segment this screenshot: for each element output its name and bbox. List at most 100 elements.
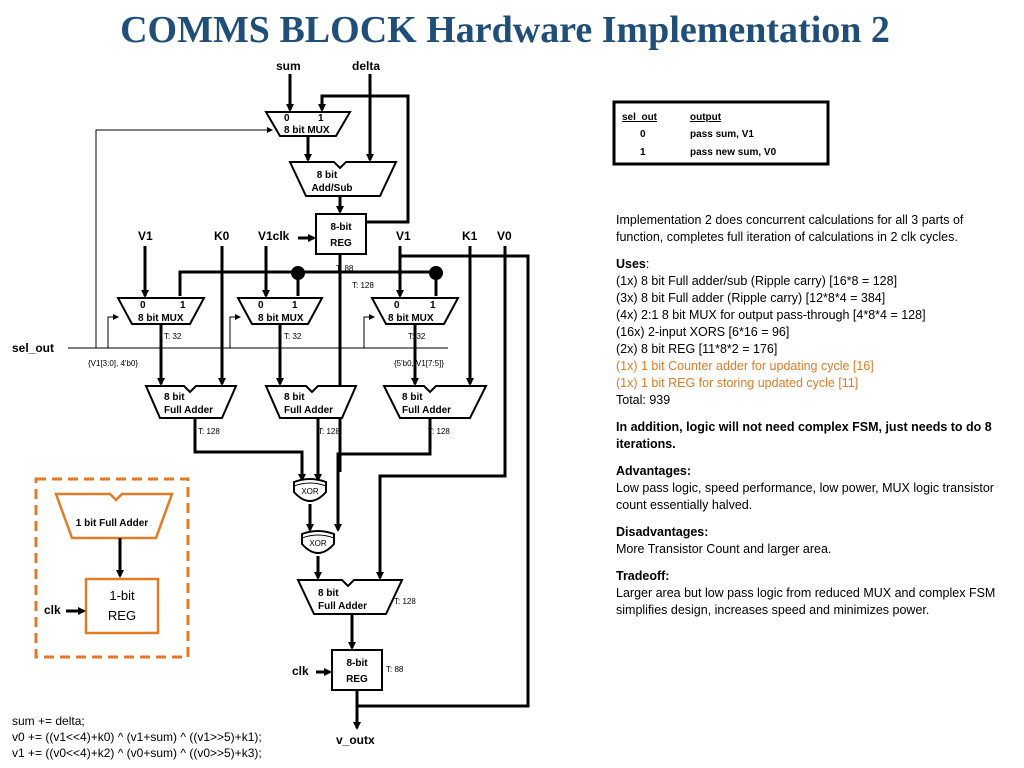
mux-top: 0 1 8 bit MUX (264, 111, 352, 137)
mux-right-timing: T: 32 (408, 332, 426, 341)
mux-top-in0: 0 (284, 113, 290, 124)
fa-mid-line2: Full Adder (284, 405, 333, 416)
full-adder-mid: 8 bit Full Adder (264, 385, 358, 419)
input-k1-label: K1 (462, 229, 478, 243)
fsm-note: In addition, logic will not need complex… (616, 420, 992, 451)
mux-mid-label: 8 bit MUX (258, 313, 304, 324)
uses-item-3: (16x) 2-input XORS [6*16 = 96] (616, 325, 790, 339)
wire-v0 (376, 246, 507, 580)
addsub-line1: 8 bit (317, 170, 338, 181)
mux-top-label: 8 bit MUX (284, 125, 330, 136)
wire-bus-left (178, 270, 340, 296)
full-adder-bottom: 8 bit Full Adder (296, 579, 404, 615)
sel-table-header-sel: sel_out (622, 112, 658, 123)
fa-mid-line1: 8 bit (284, 392, 305, 403)
uses-item-1: (3x) 8 bit Full adder (Ripple carry) [12… (616, 291, 886, 305)
uses-total: Total: 939 (616, 393, 671, 407)
sel-table-row0-sel: 0 (640, 129, 646, 140)
xor2-label: XOR (309, 539, 327, 548)
counter-reg-line1: 1-bit (109, 588, 135, 603)
wire-reg-feedback (318, 94, 410, 224)
mux-mid: 0 1 8 bit MUX (236, 297, 324, 325)
counter-reg-line2: REG (108, 608, 136, 623)
wire-fa-left-out (193, 418, 306, 482)
wire-output-feedback (357, 254, 530, 708)
sel-out-label: sel_out (12, 341, 54, 355)
input-v1b-label: V1 (396, 229, 411, 243)
junction-right (429, 266, 443, 280)
wire-sel-mid (229, 314, 241, 348)
reg-bottom-line1: 8-bit (346, 658, 368, 669)
fa-left-timing: T: 128 (198, 427, 220, 436)
fa-right-timing: T: 128 (428, 427, 450, 436)
code-line-1: v0 += ((v1<<4)+k0) ^ (v1+sum) ^ ((v1>>5)… (12, 730, 262, 744)
disadvantages-heading: Disadvantages: (616, 525, 709, 539)
fa-mid-timing: T: 128 (318, 427, 340, 436)
full-adder-right: 8 bit Full Adder (382, 385, 488, 419)
uses-added-1: (1x) 1 bit REG for storing updated cycle… (616, 376, 859, 390)
wire-sel-right (363, 314, 375, 348)
fa-right-line2: Full Adder (402, 405, 451, 416)
uses-item-2: (4x) 2:1 8 bit MUX for output pass-throu… (616, 308, 926, 322)
input-k0-label: K0 (214, 229, 230, 243)
reg-top-timing: T: 88 (336, 264, 354, 273)
uses-item-0: (1x) 8 bit Full adder/sub (Ripple carry)… (616, 274, 898, 288)
counter-box: 1 bit Full Adder 1-bit REG clk (34, 477, 190, 659)
tradeoff-heading: Tradeoff: (616, 569, 670, 583)
full-adder-left: 8 bit Full Adder (144, 385, 238, 419)
reg-bottom: 8-bit REG (331, 649, 383, 691)
fa-bottom-line2: Full Adder (318, 601, 367, 612)
sel-table-header-output: output (690, 112, 722, 123)
concat-right-label: {5'b0, V1[7:5]} (394, 359, 444, 368)
counter-adder-label: 1 bit Full Adder (76, 518, 149, 529)
uses-heading: Uses (616, 257, 646, 271)
reg-top: 8-bit REG (315, 213, 367, 255)
advantages-text: Low pass logic, speed performance, low p… (616, 481, 994, 512)
code-block: sum += delta; v0 += ((v1<<4)+k0) ^ (v1+s… (12, 713, 262, 761)
reg-bottom-timing: T: 88 (386, 665, 404, 674)
page-title: COMMS BLOCK Hardware Implementation 2 (120, 9, 890, 51)
wire-sel-top (95, 129, 268, 348)
tradeoff-text: Larger area but low pass logic from redu… (616, 586, 996, 617)
xor1-label: XOR (301, 487, 319, 496)
mux-mid-timing: T: 32 (284, 332, 302, 341)
wire-fa-right-out (334, 418, 432, 532)
input-v0-label: V0 (497, 229, 512, 243)
addsub-line2: Add/Sub (311, 183, 352, 194)
mux-right-label: 8 bit MUX (388, 313, 434, 324)
add-sub-block: 8 bit Add/Sub (288, 161, 398, 197)
mux-left-label: 8 bit MUX (138, 313, 184, 324)
mux-left-timing: T: 32 (164, 332, 182, 341)
output-label: v_outx (336, 733, 375, 747)
input-delta-label: delta (352, 59, 380, 73)
sel-table-row0-output: pass sum, V1 (690, 129, 754, 140)
uses-colon: : (645, 257, 650, 271)
description-panel: Implementation 2 does concurrent calcula… (616, 212, 996, 619)
mux-right-in1: 1 (430, 300, 436, 311)
counter-clk-label: clk (44, 603, 61, 617)
fa-left-line1: 8 bit (164, 392, 185, 403)
sel-table-row1-sel: 1 (640, 147, 646, 158)
code-line-0: sum += delta; (12, 714, 85, 728)
uses-item-4: (2x) 8 bit REG [11*8*2 = 176] (616, 342, 778, 356)
mux-top-in1: 1 (318, 113, 324, 124)
clk-bottom-label: clk (292, 664, 309, 678)
fa-left-line2: Full Adder (164, 405, 213, 416)
mux-left: 0 1 8 bit MUX (116, 297, 206, 325)
input-v1clk-label: V1clk (258, 229, 290, 243)
fa-right-line1: 8 bit (402, 392, 423, 403)
concat-left-label: {V1[3:0], 4'b0} (88, 359, 138, 368)
xor-gate-2: XOR (301, 530, 335, 554)
mux-left-in0: 0 (140, 300, 146, 311)
xor-gate-1: XOR (293, 478, 327, 502)
disadvantages-text: More Transistor Count and larger area. (616, 542, 832, 556)
sel-table-row1-output: pass new sum, V0 (690, 147, 777, 158)
mux-left-in1: 1 (180, 300, 186, 311)
wire-sel-left (107, 314, 119, 348)
reg-bottom-line2: REG (346, 674, 368, 685)
input-sum-label: sum (276, 59, 301, 73)
intro-text: Implementation 2 does concurrent calcula… (616, 213, 964, 244)
fa-bottom-timing: T: 128 (394, 597, 416, 606)
fa-bottom-line1: 8 bit (318, 588, 339, 599)
